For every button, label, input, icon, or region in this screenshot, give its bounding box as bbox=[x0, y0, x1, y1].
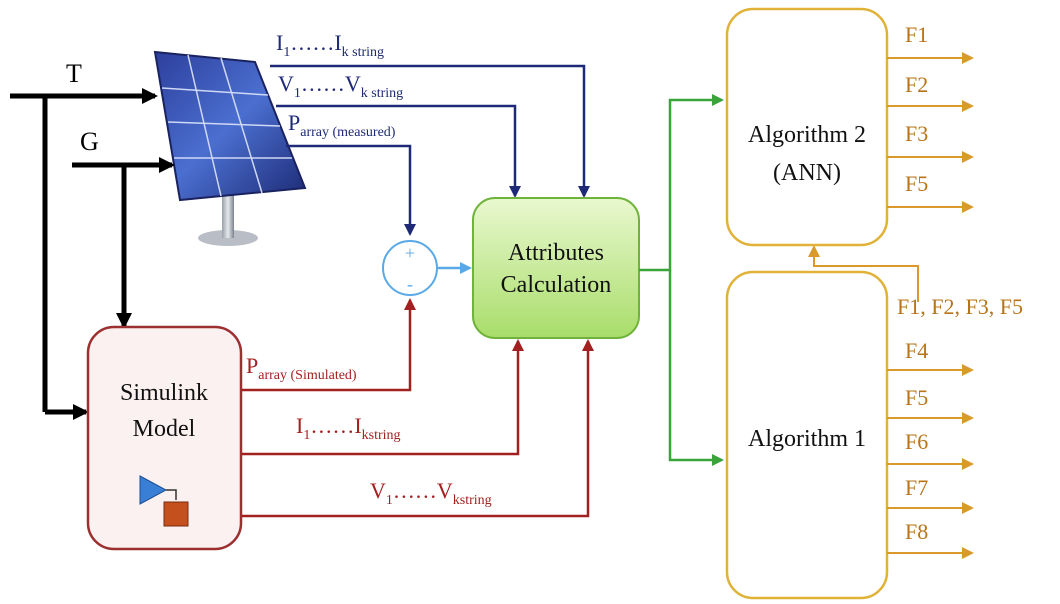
simulink-line1: Simulink bbox=[120, 380, 208, 406]
algorithm-2-outputs bbox=[887, 52, 974, 213]
attributes-line1: Attributes bbox=[508, 240, 604, 266]
simulink-line2: Model bbox=[133, 416, 196, 442]
attribute-distribution-lines bbox=[639, 94, 724, 466]
attributes-calculation-block: Attributes Calculation bbox=[472, 197, 640, 339]
algo2-output-f1: F1 bbox=[905, 22, 928, 47]
measured-signal-lines bbox=[270, 64, 590, 236]
algo1-output-f8: F8 bbox=[905, 519, 928, 544]
algo1-output-f7: F7 bbox=[905, 475, 928, 500]
solar-panel-icon bbox=[153, 50, 307, 246]
input-arrows bbox=[10, 88, 175, 420]
temperature-label: T bbox=[66, 59, 82, 88]
algorithm-1-block: Algorithm 1 bbox=[725, 270, 889, 600]
algo1-output-f4: F4 bbox=[905, 338, 928, 363]
irradiance-label: G bbox=[80, 127, 99, 156]
feedback-arrow bbox=[808, 245, 919, 302]
simulated-power-label: Parray (Simulated) bbox=[246, 353, 357, 383]
attributes-line2: Calculation bbox=[501, 272, 612, 298]
algo2-output-f3: F3 bbox=[905, 121, 928, 146]
minus-sign: - bbox=[407, 274, 413, 294]
plus-sign: + bbox=[405, 243, 415, 263]
algorithm-2-line1: Algorithm 2 bbox=[748, 122, 866, 148]
simulink-model-block: Simulink Model bbox=[86, 325, 243, 551]
measured-power-label: Parray (measured) bbox=[288, 110, 396, 140]
summing-junction: + - bbox=[382, 240, 438, 296]
algorithm-2-block: Algorithm 2 (ANN) bbox=[725, 7, 889, 247]
algorithm-1-outputs bbox=[887, 364, 974, 559]
measured-currents-label: I1……Ik string bbox=[276, 30, 384, 60]
algo1-output-f5: F5 bbox=[905, 385, 928, 410]
simulink-logo-icon bbox=[139, 475, 189, 527]
feedback-label: F1, F2, F3, F5 bbox=[897, 294, 1023, 319]
algo1-output-f6: F6 bbox=[905, 429, 928, 454]
simulated-currents-label: I1……Ikstring bbox=[296, 413, 401, 443]
measured-voltages-label: V1……Vk string bbox=[278, 71, 403, 101]
simulated-signal-lines bbox=[242, 298, 594, 518]
algo2-output-f2: F2 bbox=[905, 72, 928, 97]
algo2-output-f5: F5 bbox=[905, 171, 928, 196]
simulated-voltages-label: V1……Vkstring bbox=[370, 478, 492, 508]
algorithm-2-line2: (ANN) bbox=[773, 160, 841, 186]
algorithm-1-label: Algorithm 1 bbox=[748, 426, 866, 452]
